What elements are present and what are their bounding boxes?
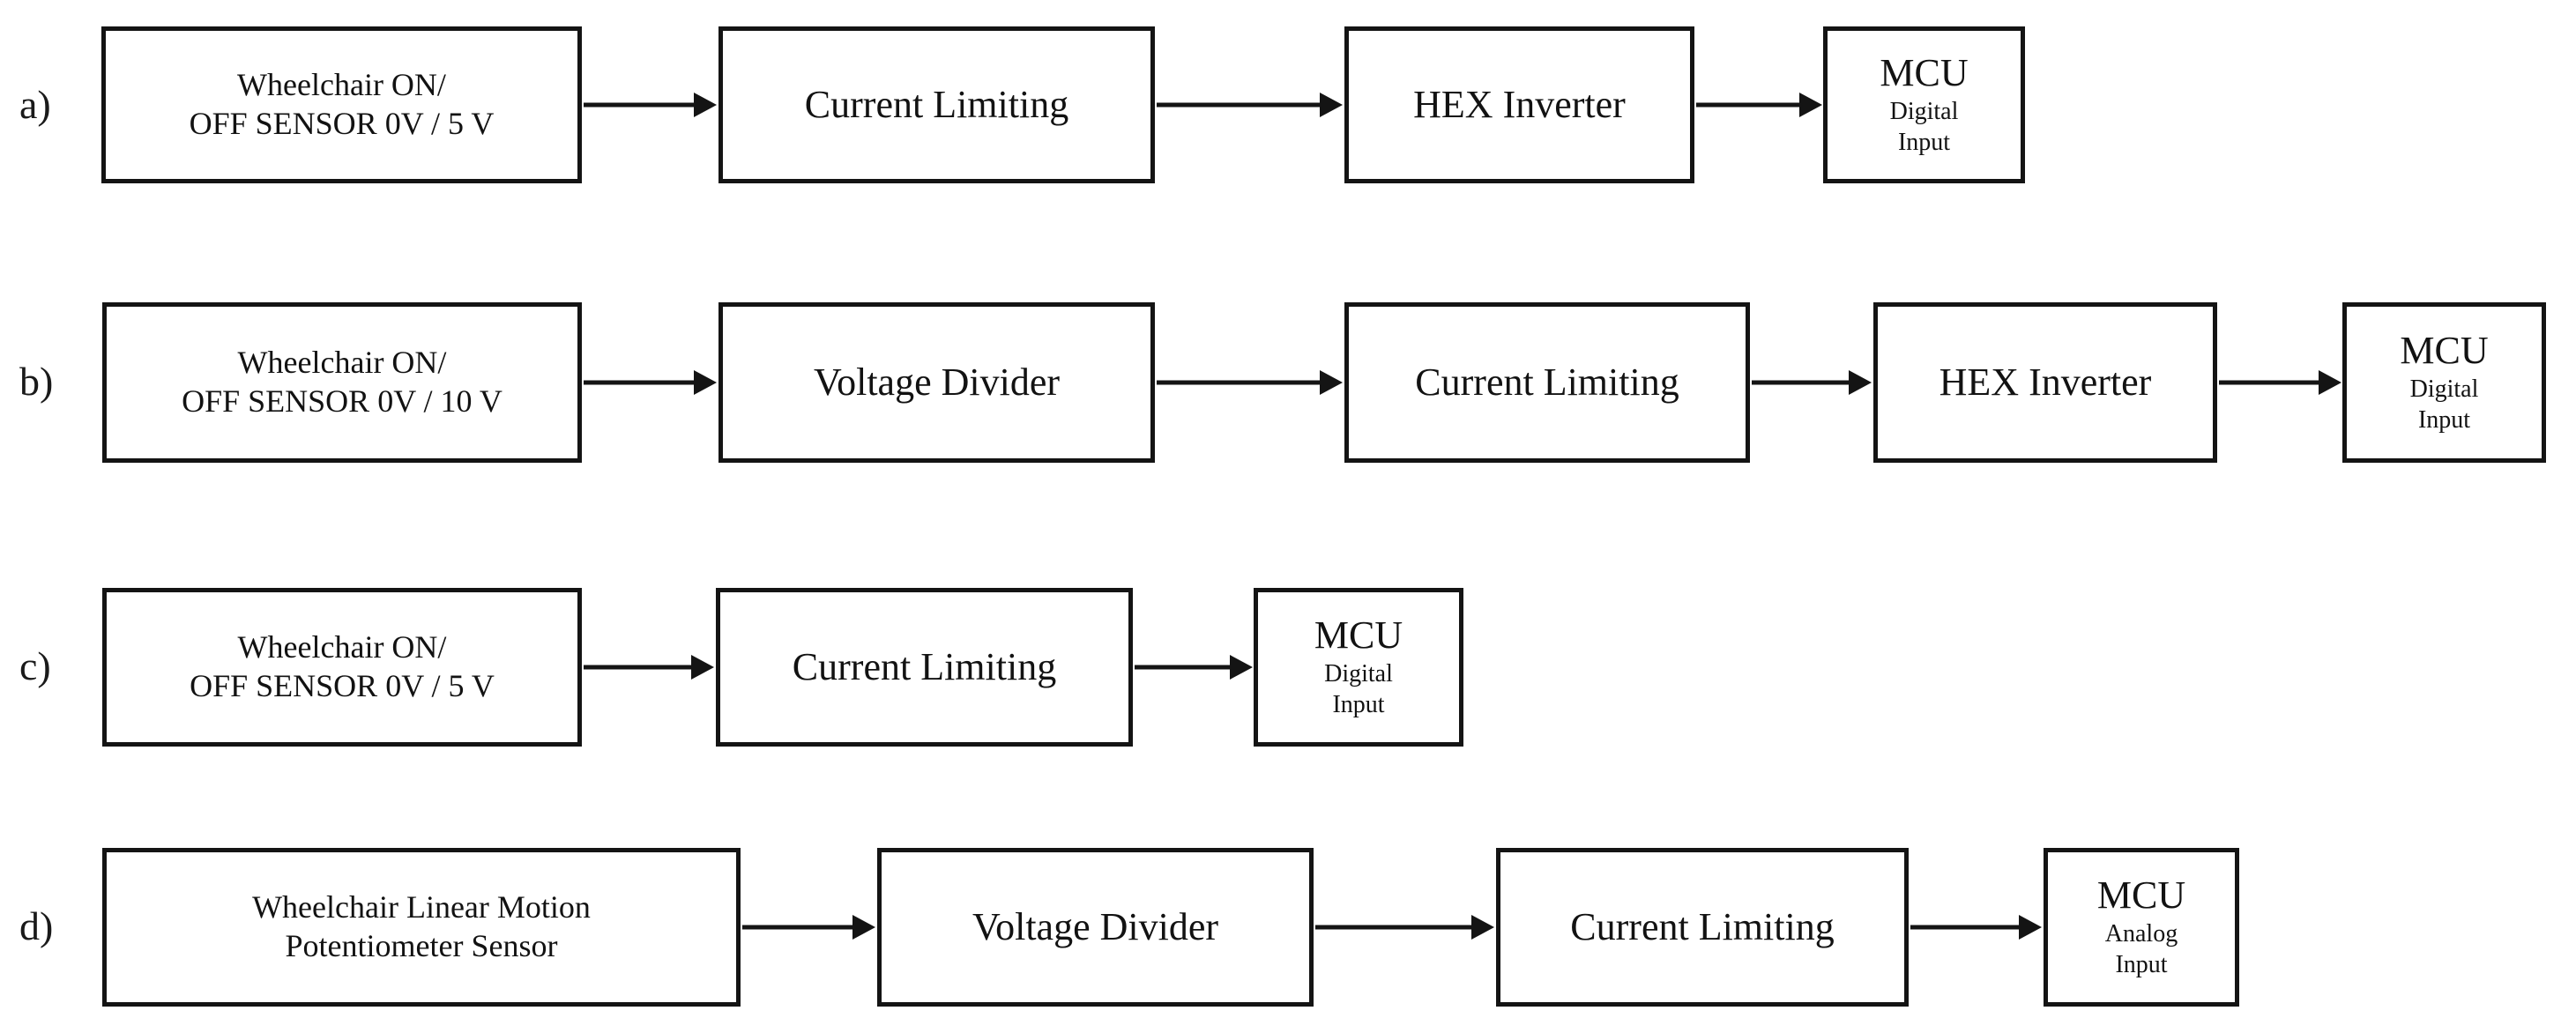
- block-a-mcu: MCU Digital Input: [1823, 26, 2025, 183]
- block-b-voltage-divider-label: Voltage Divider: [813, 360, 1061, 405]
- block-d-sensor-line-1: Wheelchair Linear Motion: [252, 889, 591, 925]
- arrow-c-1-shaft: [584, 665, 692, 670]
- arrow-a-2-head: [1320, 93, 1343, 117]
- block-b-mcu-title: MCU: [2400, 329, 2489, 373]
- arrow-b-2-head: [1320, 370, 1343, 395]
- block-c-mcu-sub-2: Input: [1332, 691, 1385, 719]
- block-d-mcu-title: MCU: [2096, 873, 2186, 918]
- block-b-mcu: MCU Digital Input: [2342, 302, 2546, 463]
- arrow-b-1-head: [694, 370, 717, 395]
- arrow-d-2-shaft: [1315, 925, 1472, 930]
- block-a-mcu-sub-1: Digital: [1889, 97, 1959, 125]
- block-c-mcu-sub-1: Digital: [1324, 659, 1393, 687]
- block-a-current-limiting-label: Current Limiting: [804, 83, 1069, 127]
- block-a-sensor-line-1: Wheelchair ON/: [237, 67, 446, 103]
- arrow-c-2-shaft: [1135, 665, 1231, 670]
- arrow-b-2-shaft: [1157, 380, 1321, 385]
- arrow-a-2-shaft: [1157, 102, 1321, 108]
- arrow-d-1-shaft: [742, 925, 853, 930]
- row-label-b: b): [19, 359, 54, 404]
- block-c-mcu: MCU Digital Input: [1254, 588, 1463, 747]
- block-b-current-limiting: Current Limiting: [1344, 302, 1750, 463]
- block-a-hex-inverter-label: HEX Inverter: [1413, 83, 1626, 127]
- block-b-voltage-divider: Voltage Divider: [718, 302, 1155, 463]
- arrow-b-4-head: [2319, 370, 2341, 395]
- arrow-d-3-shaft: [1910, 925, 2020, 930]
- block-d-mcu: MCU Analog Input: [2044, 848, 2239, 1007]
- block-a-sensor-line-2: OFF SENSOR 0V / 5 V: [189, 106, 495, 141]
- row-label-d: d): [19, 903, 54, 948]
- block-b-mcu-sub-1: Digital: [2409, 375, 2479, 403]
- block-a-mcu-title: MCU: [1880, 51, 1969, 95]
- block-b-mcu-sub-2: Input: [2417, 406, 2471, 435]
- block-b-current-limiting-label: Current Limiting: [1415, 360, 1679, 405]
- arrow-c-1-head: [691, 655, 714, 680]
- block-c-sensor: Wheelchair ON/ OFF SENSOR 0V / 5 V: [102, 588, 582, 747]
- block-d-mcu-sub-1: Analog: [2104, 919, 2178, 948]
- arrow-b-1-shaft: [584, 380, 695, 385]
- arrow-a-1-head: [694, 93, 717, 117]
- block-b-sensor: Wheelchair ON/ OFF SENSOR 0V / 10 V: [102, 302, 582, 463]
- block-c-current-limiting: Current Limiting: [716, 588, 1133, 747]
- block-c-mcu-title: MCU: [1314, 613, 1403, 658]
- block-b-hex-inverter-label: HEX Inverter: [1939, 360, 2152, 405]
- block-d-voltage-divider: Voltage Divider: [877, 848, 1314, 1007]
- block-d-voltage-divider-label: Voltage Divider: [972, 905, 1219, 949]
- arrow-b-4-shaft: [2219, 380, 2319, 385]
- arrow-a-3-head: [1799, 93, 1822, 117]
- row-label-c: c): [19, 643, 51, 688]
- arrow-d-2-head: [1471, 915, 1494, 940]
- block-a-hex-inverter: HEX Inverter: [1344, 26, 1694, 183]
- arrow-d-3-head: [2019, 915, 2042, 940]
- block-d-sensor: Wheelchair Linear Motion Potentiometer S…: [102, 848, 741, 1007]
- block-d-sensor-line-2: Potentiometer Sensor: [285, 928, 558, 963]
- row-label-a: a): [19, 82, 51, 127]
- block-b-sensor-line-2: OFF SENSOR 0V / 10 V: [182, 383, 503, 419]
- block-d-current-limiting: Current Limiting: [1496, 848, 1909, 1007]
- block-c-current-limiting-label: Current Limiting: [792, 645, 1057, 689]
- arrow-a-1-shaft: [584, 102, 695, 108]
- block-d-mcu-sub-2: Input: [2115, 951, 2168, 979]
- block-b-sensor-line-1: Wheelchair ON/: [237, 345, 447, 381]
- arrow-b-3-shaft: [1752, 380, 1850, 385]
- block-a-mcu-sub-2: Input: [1897, 129, 1951, 157]
- arrow-a-3-shaft: [1696, 102, 1800, 108]
- arrow-d-1-head: [852, 915, 875, 940]
- arrow-c-2-head: [1230, 655, 1253, 680]
- block-c-sensor-line-1: Wheelchair ON/: [237, 629, 447, 665]
- arrow-b-3-head: [1849, 370, 1872, 395]
- block-b-hex-inverter: HEX Inverter: [1873, 302, 2217, 463]
- block-a-sensor: Wheelchair ON/ OFF SENSOR 0V / 5 V: [101, 26, 582, 183]
- block-c-sensor-line-2: OFF SENSOR 0V / 5 V: [190, 668, 495, 703]
- block-d-current-limiting-label: Current Limiting: [1570, 905, 1835, 949]
- block-a-current-limiting: Current Limiting: [718, 26, 1155, 183]
